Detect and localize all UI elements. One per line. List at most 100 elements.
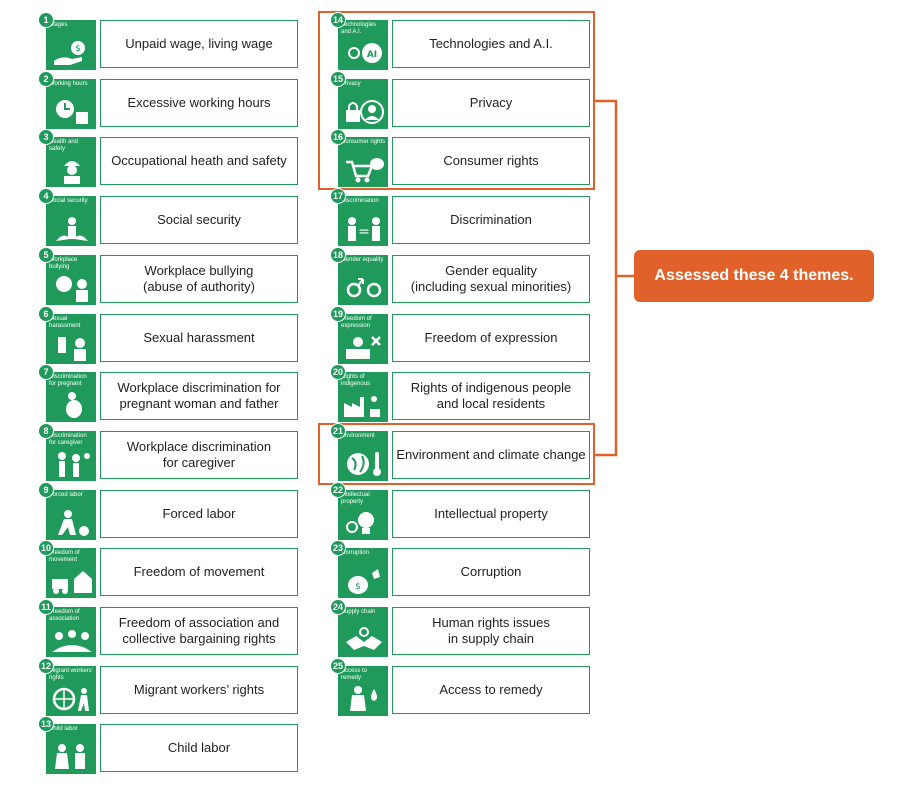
theme-tile: Rights of indigenous [338, 372, 388, 423]
theme-tile: Working hours [46, 78, 96, 129]
wages-icon: $ [52, 39, 92, 67]
theme-label: Human rights issues in supply chain [392, 607, 590, 655]
tile-label: Corruption [341, 550, 370, 557]
theme-label: Occupational heath and safety [100, 137, 298, 186]
highlight-frame-environment [318, 423, 595, 485]
theme-number-badge: 5 [38, 246, 54, 263]
cart-icon [344, 156, 384, 184]
theme-tile: Child labor [46, 724, 96, 775]
tile-label: Intellectual property [341, 491, 370, 505]
theme-label: Workplace bullying (abuse of authority) [100, 254, 298, 303]
theme-number-badge: 2 [38, 70, 54, 87]
tile-label: Social security [49, 198, 88, 205]
theme-number-badge: 24 [330, 599, 346, 615]
theme-number-badge: 22 [330, 481, 346, 498]
theme-label: Child labor [100, 724, 298, 773]
theme-number-badge: 25 [330, 657, 346, 674]
theme-number-badge: 23 [330, 540, 346, 557]
theme-tile: Gender equality [338, 254, 388, 305]
tile-label: Consumer rights [341, 139, 386, 146]
theme-tile: Technologies and A.I.AI [338, 20, 388, 70]
factory-icon [344, 391, 384, 419]
pregnant-icon [52, 391, 92, 419]
group-icon [52, 626, 92, 654]
tile-label: Sexual harassment [49, 315, 81, 329]
lightbulb-icon [344, 509, 384, 537]
theme-number-badge: 17 [330, 188, 346, 205]
theme-tile: Migrant workers' rights [46, 665, 96, 716]
gender-icon [344, 274, 384, 302]
theme-tile: Social security [46, 196, 96, 247]
tile-label: Freedom of association [49, 609, 80, 622]
svg-text:$: $ [75, 44, 81, 54]
theme-tile: Discrimination for pregnant [46, 372, 96, 423]
tile-label: Forced labor [49, 491, 83, 498]
theme-label: Forced labor [100, 489, 298, 538]
theme-tile: Supply chain [338, 607, 388, 657]
truck-house-icon [52, 567, 92, 595]
theme-number-badge: 14 [330, 12, 346, 28]
theme-number-badge: 10 [38, 540, 54, 557]
globe-walker-icon [52, 685, 92, 713]
theme-label: Freedom of movement [100, 548, 298, 597]
theme-number-badge: 18 [330, 246, 346, 263]
theme-tile: Freedom of expression [338, 313, 388, 364]
theme-tile: Sexual harassment [46, 313, 96, 364]
theme-number-badge: 13 [38, 716, 54, 733]
theme-label: Migrant workers’ rights [100, 665, 298, 714]
svg-text:$: $ [355, 582, 361, 592]
tile-label: Discrimination [341, 198, 379, 205]
harassment-icon [52, 333, 92, 361]
tile-label: Rights of indigenous [341, 374, 371, 388]
theme-tile: Forced labor [46, 489, 96, 540]
theme-label: Freedom of expression [392, 313, 590, 362]
theme-tile: Freedom of association [46, 607, 96, 657]
theme-label: Sexual harassment [100, 313, 298, 362]
theme-tile: Discrimination = [338, 196, 388, 247]
tile-label: Environment [341, 432, 375, 439]
tile-label: Working hours [49, 80, 88, 87]
theme-number-badge: 12 [38, 657, 54, 674]
hard-hat-icon [52, 156, 92, 185]
speaker-icon [344, 333, 384, 361]
theme-label: Technologies and A.I. [392, 20, 590, 68]
theme-label: Intellectual property [392, 489, 590, 538]
theme-tile: Consumer rights [338, 137, 388, 188]
theme-label: Privacy [392, 78, 590, 127]
theme-tile: Wages $ [46, 20, 96, 70]
tile-label: Health and safety [49, 139, 79, 153]
bullying-icon [52, 274, 92, 302]
money-bag-icon: $ [344, 567, 384, 595]
children-icon [52, 743, 92, 771]
theme-number-badge: 3 [38, 129, 54, 146]
theme-label: Workplace discrimination for caregiver [100, 430, 298, 479]
theme-label: Unpaid wage, living wage [100, 20, 298, 68]
theme-label: Social security [100, 196, 298, 245]
theme-label: Environment and climate change [392, 430, 590, 479]
theme-tile: Freedom of movement [46, 548, 96, 599]
theme-number-badge: 16 [330, 129, 346, 146]
svg-text:=: = [358, 224, 370, 240]
ai-icon: AI [344, 39, 384, 67]
theme-tile: Health and safety [46, 137, 96, 188]
tile-label: Wages [49, 22, 68, 28]
theme-tile: Intellectual property [338, 489, 388, 540]
